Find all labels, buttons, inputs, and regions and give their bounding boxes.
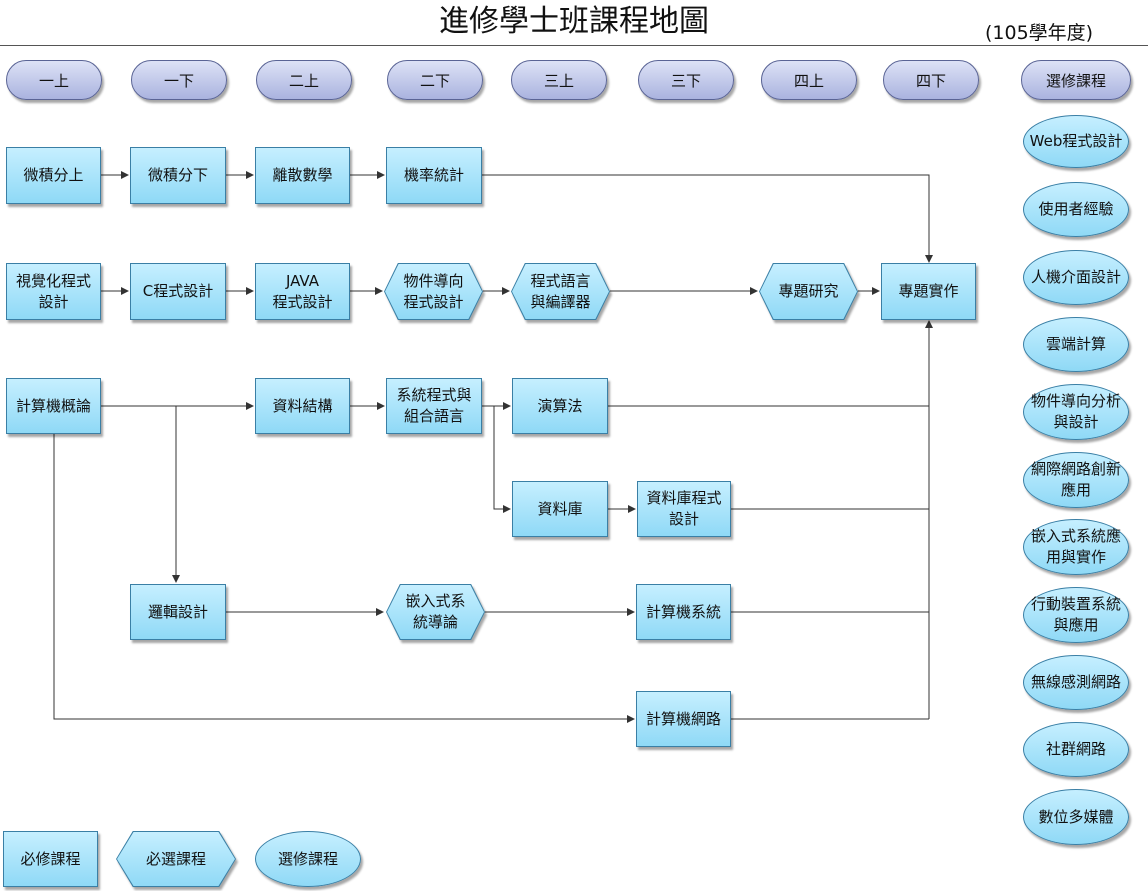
elective-embedded-applications: 嵌入式系統應 用與實作 xyxy=(1023,519,1129,575)
elective-digital-multimedia: 數位多媒體 xyxy=(1023,789,1129,845)
course-programming-languages-compilers: 程式語言 與編譯器 xyxy=(511,263,610,320)
course-visual-programming: 視覺化程式 設計 xyxy=(6,263,101,320)
elective-cloud-computing: 雲端計算 xyxy=(1023,317,1129,372)
semester-4-2: 四下 xyxy=(883,60,979,100)
title-divider xyxy=(0,45,1148,46)
legend-required-elective-course: 必選課程 xyxy=(116,831,236,887)
semester-1-2: 一下 xyxy=(131,60,227,100)
course-algorithms: 演算法 xyxy=(512,378,608,434)
course-probability-statistics: 機率統計 xyxy=(386,147,482,204)
course-research-seminar: 專題研究 xyxy=(759,263,858,320)
semester-electives: 選修課程 xyxy=(1021,60,1131,100)
elective-social-networks: 社群網路 xyxy=(1023,722,1129,777)
semester-2-1: 二上 xyxy=(256,60,352,100)
arrow-prob-project xyxy=(482,174,933,263)
course-calculus-2: 微積分下 xyxy=(130,147,226,204)
course-oop-programming: 物件導向 程式設計 xyxy=(384,263,483,320)
elective-ooad: 物件導向分析 與設計 xyxy=(1023,384,1129,440)
semester-4-1: 四上 xyxy=(761,60,857,100)
arrow-sysprog-db xyxy=(493,406,511,513)
elective-user-experience: 使用者經驗 xyxy=(1023,182,1129,237)
course-data-structures: 資料結構 xyxy=(255,378,350,434)
course-intro-computer-science: 計算機概論 xyxy=(6,378,101,434)
course-system-programming: 系統程式與 組合語言 xyxy=(386,378,482,434)
course-discrete-math: 離散數學 xyxy=(255,147,350,204)
legend-required-course: 必修課程 xyxy=(3,831,98,887)
academic-year: (105學年度) xyxy=(985,22,1094,44)
elective-hci-design: 人機介面設計 xyxy=(1023,250,1129,305)
course-capstone-project: 專題實作 xyxy=(881,263,976,320)
course-c-programming: C程式設計 xyxy=(130,263,226,320)
course-database-programming: 資料庫程式 設計 xyxy=(637,481,731,537)
semester-1-1: 一上 xyxy=(6,60,102,100)
semester-2-2: 二下 xyxy=(387,60,483,100)
arrow-intro-network xyxy=(53,434,635,723)
legend-elective-course: 選修課程 xyxy=(255,831,361,887)
course-computer-networks: 計算機網路 xyxy=(636,691,731,747)
elective-wireless-sensor-networks: 無線感測網路 xyxy=(1023,655,1129,710)
semester-3-2: 三下 xyxy=(638,60,734,100)
course-calculus-1: 微積分上 xyxy=(6,147,101,204)
elective-mobile-systems: 行動裝置系統 與應用 xyxy=(1023,587,1129,643)
elective-internet-innovation: 網際網路創新 應用 xyxy=(1023,452,1129,508)
semester-3-1: 三上 xyxy=(511,60,607,100)
page-title: 進修學士班課程地圖 xyxy=(439,4,709,39)
course-logic-design: 邏輯設計 xyxy=(130,584,226,640)
course-databases: 資料庫 xyxy=(512,481,608,537)
course-computer-systems: 計算機系統 xyxy=(636,584,731,640)
elective-web-programming: Web程式設計 xyxy=(1023,115,1129,168)
course-java-programming: JAVA 程式設計 xyxy=(255,263,350,320)
course-embedded-systems-intro: 嵌入式系 統導論 xyxy=(386,584,485,640)
